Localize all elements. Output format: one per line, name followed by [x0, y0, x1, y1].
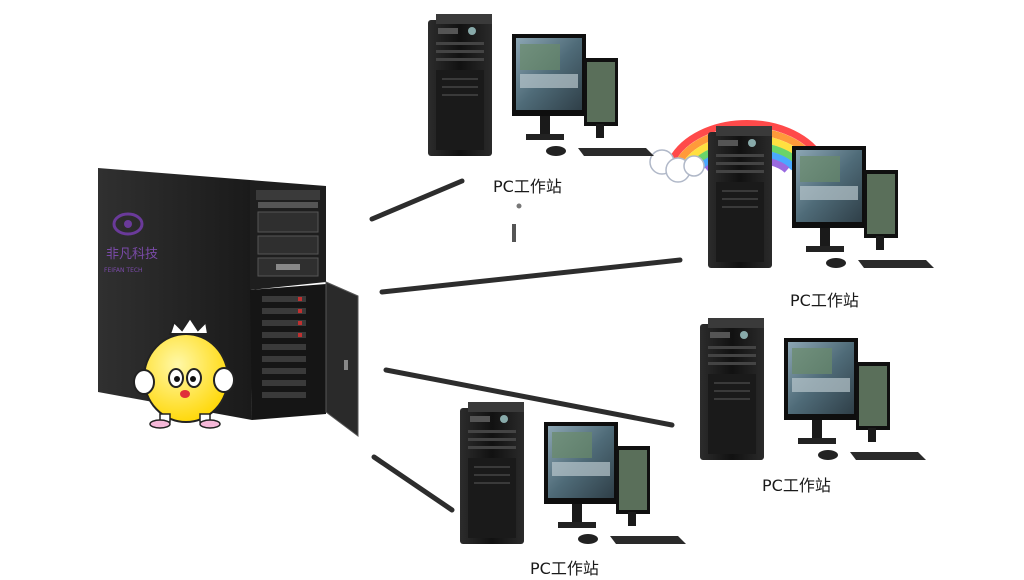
- workstation-upper-right: [708, 126, 934, 268]
- link-line: [383, 367, 675, 428]
- link-lines: [369, 178, 683, 513]
- server-logo-text: 非凡科技: [106, 247, 158, 262]
- link-line: [379, 257, 683, 295]
- link-line: [369, 178, 465, 222]
- link-line: [371, 454, 455, 513]
- workstation-label: PC工作站: [493, 177, 562, 196]
- workstation-label: PC工作站: [790, 291, 859, 310]
- workstation-label: PC工作站: [762, 476, 831, 495]
- mascot-sticker: [133, 316, 235, 429]
- workstation-label: PC工作站: [530, 559, 599, 578]
- server-logo-subtext: FEIFAN TECH: [104, 267, 143, 274]
- server-logo: 非凡科技 FEIFAN TECH: [104, 212, 158, 274]
- workstation-top: [428, 14, 654, 156]
- artifact-mark: [512, 203, 522, 242]
- workstation-lower-right: [700, 318, 926, 460]
- server-tower: 非凡科技 FEIFAN TECH: [98, 168, 359, 437]
